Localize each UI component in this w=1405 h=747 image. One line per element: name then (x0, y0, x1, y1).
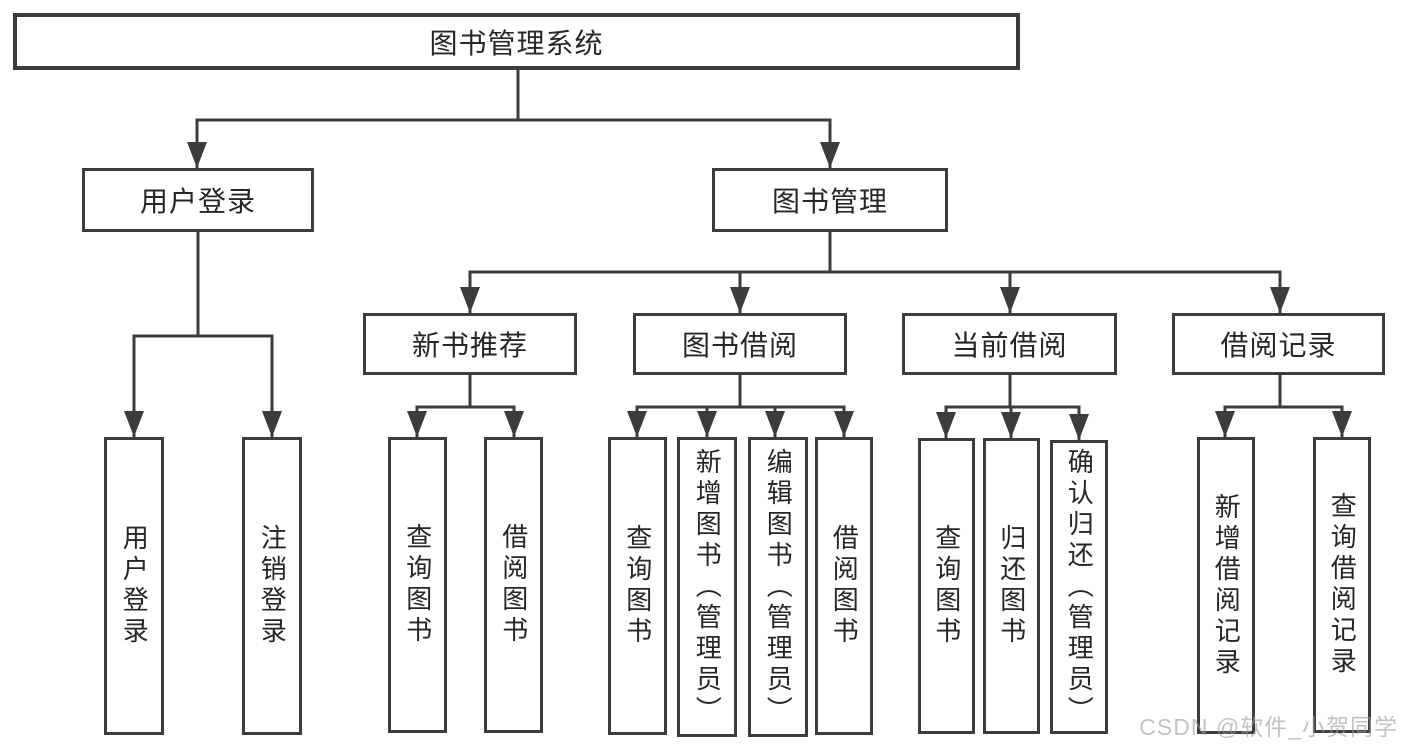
connector-current-borrowing-children (936, 373, 1089, 441)
node-label: 查询图书 (622, 524, 653, 648)
leaf-query-books-borrowing: 查询图书 (608, 437, 667, 735)
connector-borrowing-records-children (1215, 373, 1352, 438)
connector-user-login-children (124, 230, 282, 438)
node-label: 图书借阅 (681, 330, 798, 361)
node-label: 借阅图书 (829, 524, 860, 648)
leaf-add-borrowing-record: 新增借阅记录 (1197, 437, 1255, 734)
node-new-book-recommendation: 新书推荐 (363, 313, 577, 375)
connector-root-to-level2 (187, 68, 840, 169)
node-label: 查询借阅记录 (1327, 492, 1358, 678)
leaf-query-borrowing-record: 查询借阅记录 (1313, 437, 1371, 733)
node-label: 用户登录 (139, 186, 256, 217)
node-label: 新增图书（管理员） (692, 447, 723, 727)
leaf-return-books: 归还图书 (983, 438, 1040, 734)
connector-book-borrowing-children (627, 373, 854, 438)
node-label: 确认归还（管理员） (1064, 447, 1095, 727)
node-label: 图书管理 (771, 186, 888, 217)
leaf-query-books-current: 查询图书 (918, 438, 975, 734)
csdn-watermark: CSDN @软件_小贺同学 (1139, 714, 1398, 740)
node-book-management: 图书管理 (712, 168, 948, 232)
node-label: 归还图书 (996, 524, 1027, 648)
node-library-management-system: 图书管理系统 (13, 13, 1020, 70)
node-user-login: 用户登录 (82, 168, 314, 232)
node-label: 新书推荐 (411, 330, 528, 361)
leaf-query-books-recommendation: 查询图书 (388, 437, 447, 733)
leaf-add-books-admin: 新增图书（管理员） (677, 437, 737, 737)
node-label: 借阅记录 (1220, 330, 1337, 361)
node-label: 新增借阅记录 (1211, 492, 1242, 679)
node-label: 当前借阅 (951, 330, 1068, 361)
leaf-edit-books-admin: 编辑图书（管理员） (748, 437, 808, 737)
leaf-user-login: 用户登录 (104, 437, 164, 735)
node-label: 借阅图书 (498, 523, 529, 647)
node-label: 查询图书 (931, 524, 962, 648)
leaf-borrow-books-recommendation: 借阅图书 (484, 437, 543, 733)
node-label: 用户登录 (119, 524, 150, 648)
node-borrowing-records: 借阅记录 (1172, 313, 1385, 375)
node-label: 注销登录 (257, 524, 288, 648)
node-label: 图书管理系统 (429, 27, 604, 59)
connector-new-book-recommendation-children (407, 373, 524, 438)
node-label: 编辑图书（管理员） (763, 447, 794, 727)
connector-book-management-children (460, 230, 1290, 314)
node-book-borrowing: 图书借阅 (633, 313, 847, 375)
leaf-confirm-return-admin: 确认归还（管理员） (1050, 440, 1108, 734)
node-label: 查询图书 (402, 523, 433, 647)
leaf-logout: 注销登录 (242, 437, 302, 735)
leaf-borrow-books: 借阅图书 (815, 437, 873, 735)
node-current-borrowing: 当前借阅 (902, 313, 1117, 375)
